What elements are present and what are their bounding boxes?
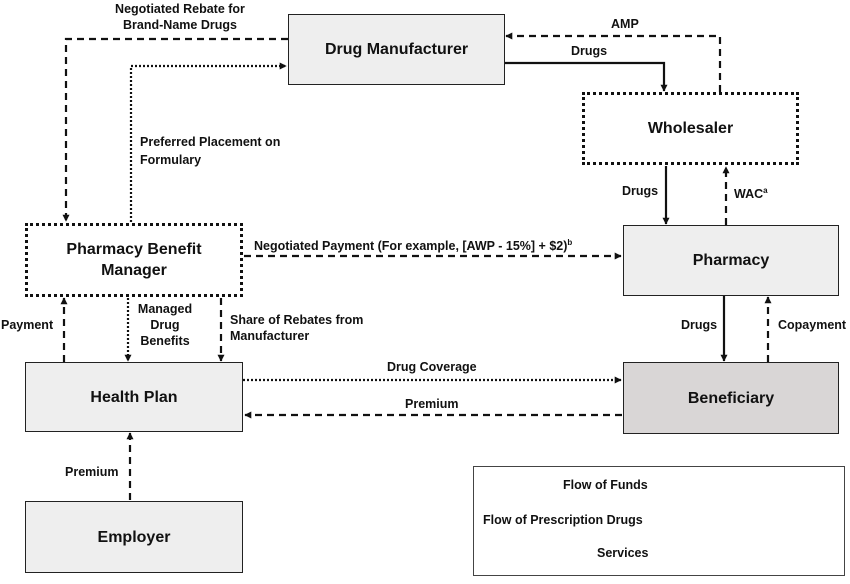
health-plan-box: Health Plan (25, 362, 243, 432)
share-rebates-label: Share of Rebates from Manufacturer (230, 312, 363, 344)
pharmacy-box: Pharmacy (623, 225, 839, 296)
pharmacy-label: Pharmacy (692, 252, 770, 269)
rebate-label-line2: Brand-Name Drugs (123, 18, 237, 32)
pbm-box: Pharmacy Benefit Manager (25, 223, 243, 297)
drugs-wholesaler-pharmacy-label: Drugs (622, 184, 659, 198)
legend-drugs-label: Flow of Prescription Drugs (483, 513, 643, 527)
negotiated-payment-label: Negotiated Payment (For example, [AWP - … (254, 235, 572, 254)
negotiated-payment-text: Negotiated Payment (For example, [AWP - … (254, 239, 568, 254)
pbm-label-line2: Manager (101, 262, 167, 279)
rebate-arrow (62, 37, 288, 222)
payment-label: Payment (1, 318, 54, 332)
drug-manufacturer-label: Drug Manufacturer (324, 41, 469, 58)
rebate-label-line1: Negotiated Rebate for (115, 2, 245, 16)
copayment-label: Copayment (778, 318, 847, 332)
preferred-placement-arrow (129, 62, 287, 222)
premium-employer-label: Premium (65, 465, 119, 479)
preferred-label-line1: Preferred Placement on (140, 135, 281, 149)
wac-superscript: a (763, 186, 768, 195)
wac-text: WAC (734, 187, 764, 202)
employer-label: Employer (97, 528, 171, 546)
pbm-label-line1: Pharmacy Benefit (66, 241, 202, 258)
health-plan-label: Health Plan (90, 388, 178, 406)
managed-label-line1: Managed (137, 302, 193, 316)
negotiated-payment-superscript: b (567, 238, 573, 247)
wac-label: WACa (734, 183, 768, 202)
premium-beneficiary-label: Premium (405, 397, 459, 411)
drug-manufacturer-box: Drug Manufacturer (288, 14, 505, 85)
wholesaler-box: Wholesaler (582, 92, 799, 165)
beneficiary-label: Beneficiary (687, 389, 775, 407)
amp-arrow (505, 32, 722, 92)
legend-box (473, 466, 845, 576)
rebate-label: Negotiated Rebate for Brand-Name Drugs (108, 1, 252, 33)
managed-benefits-label: Managed Drug Benefits (132, 301, 198, 349)
legend-services-label: Services (597, 546, 649, 560)
beneficiary-box: Beneficiary (623, 362, 839, 434)
drugs-mfr-wholesaler-arrow (505, 61, 668, 92)
share-label-line1: Share of Rebates from (230, 313, 364, 327)
preferred-label-line2: Formulary (140, 153, 202, 167)
managed-label-line3: Benefits (140, 334, 190, 348)
employer-box: Employer (25, 501, 243, 573)
legend-funds-label: Flow of Funds (563, 478, 648, 492)
amp-label: AMP (611, 17, 639, 31)
wholesaler-label: Wholesaler (647, 120, 734, 137)
managed-label-line2: Drug (150, 318, 180, 332)
share-label-line2: Manufacturer (230, 329, 310, 343)
preferred-placement-label: Preferred Placement on Formulary (140, 134, 280, 168)
drugs-pharmacy-beneficiary-label: Drugs (681, 318, 718, 332)
drug-coverage-label: Drug Coverage (387, 360, 477, 374)
drugs-mfr-wholesaler-label: Drugs (571, 44, 608, 58)
